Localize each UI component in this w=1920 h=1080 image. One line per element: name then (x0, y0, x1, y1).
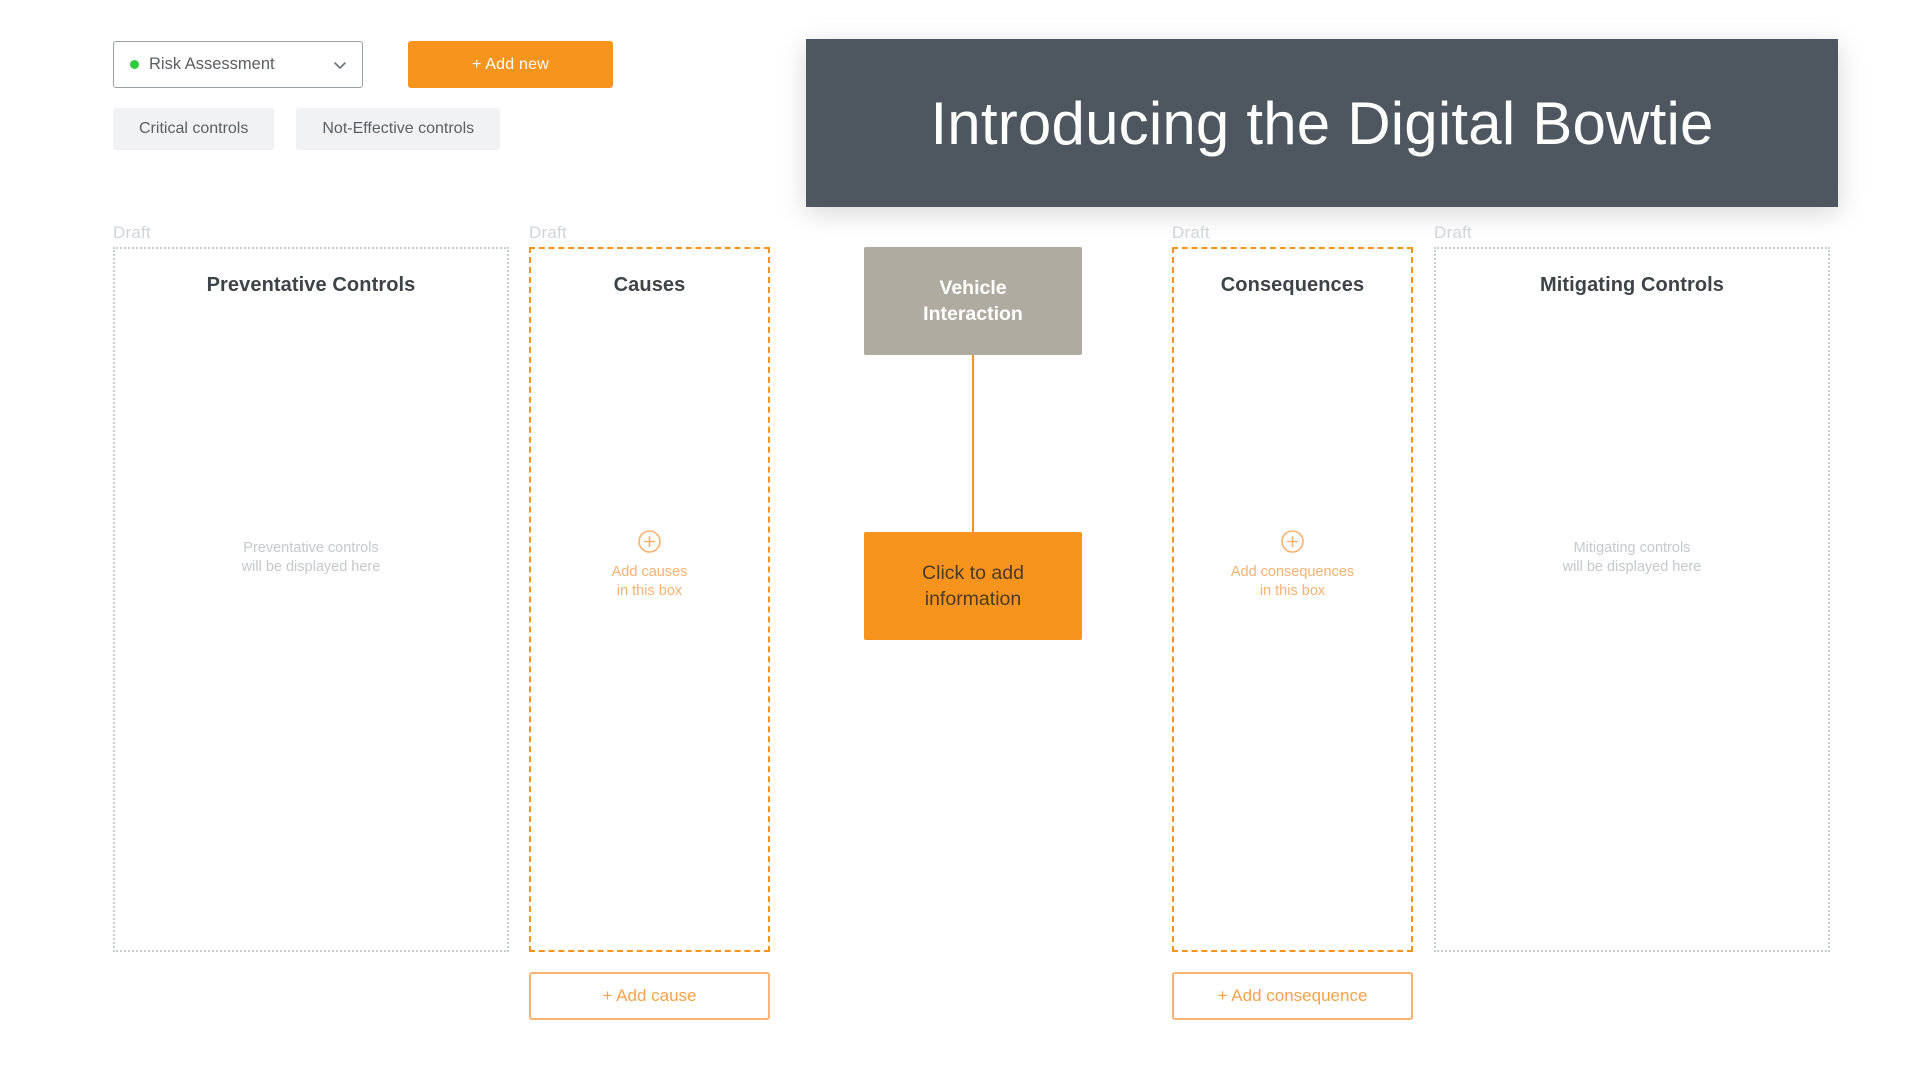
placeholder-line-1: Preventative controls (243, 540, 379, 556)
draft-label-causes: Draft (529, 223, 567, 242)
placeholder-line-1: Add causes (611, 564, 688, 580)
panel-placeholder-preventative-controls: Preventative controls will be displayed … (115, 539, 507, 577)
placeholder-line-2: will be displayed here (241, 559, 381, 576)
hazard-node-vehicle-interaction[interactable]: Vehicle Interaction (864, 247, 1082, 355)
risk-assessment-select-value: Risk Assessment (149, 55, 275, 73)
panel-mitigating-controls[interactable]: Mitigating Controls Mitigating controls … (1434, 247, 1830, 952)
top-event-node-add-information[interactable]: Click to add information (864, 532, 1082, 640)
draft-label-mitigating-controls: Draft (1434, 223, 1472, 242)
panel-title-preventative-controls: Preventative Controls (206, 274, 416, 296)
panel-placeholder-causes: Add causes in this box (531, 529, 768, 601)
draft-label-preventative-controls: Draft (113, 223, 151, 242)
toolbar-filter-row: Critical controls Not-Effective controls (113, 108, 501, 150)
panel-placeholder-mitigating-controls: Mitigating controls will be displayed he… (1436, 539, 1828, 577)
panel-title-mitigating-controls: Mitigating Controls (1539, 274, 1725, 296)
status-dot-icon (130, 60, 139, 69)
filter-critical-controls-button[interactable]: Critical controls (113, 108, 275, 150)
hazard-node-line-1: Vehicle (939, 276, 1007, 299)
add-consequence-button[interactable]: + Add consequence (1172, 972, 1413, 1020)
plus-circle-icon[interactable] (637, 529, 662, 554)
risk-assessment-select[interactable]: Risk Assessment (113, 41, 363, 88)
panel-placeholder-consequences: Add consequences in this box (1174, 529, 1411, 601)
placeholder-line-1: Mitigating controls (1573, 540, 1691, 556)
toolbar-primary-row: Risk Assessment + Add new (113, 41, 613, 88)
placeholder-line-2: in this box (616, 583, 683, 600)
panel-title-causes: Causes (613, 274, 686, 296)
bowtie-connector-line (972, 355, 974, 532)
promo-banner: Introducing the Digital Bowtie (806, 39, 1838, 207)
placeholder-line-2: will be displayed here (1562, 559, 1702, 576)
panel-preventative-controls[interactable]: Preventative Controls Preventative contr… (113, 247, 509, 952)
add-cause-button[interactable]: + Add cause (529, 972, 770, 1020)
chevron-down-icon (332, 57, 348, 73)
draft-label-consequences: Draft (1172, 223, 1210, 242)
filter-not-effective-controls-button[interactable]: Not-Effective controls (296, 108, 501, 150)
hazard-node-line-2: Interaction (923, 303, 1023, 325)
panel-causes[interactable]: Causes Add causes in this box (529, 247, 770, 952)
plus-circle-icon[interactable] (1280, 529, 1305, 554)
panel-title-consequences: Consequences (1220, 274, 1365, 296)
promo-banner-title: Introducing the Digital Bowtie (930, 89, 1714, 157)
panel-consequences[interactable]: Consequences Add consequences in this bo… (1172, 247, 1413, 952)
event-node-line-2: information (924, 588, 1022, 610)
add-new-button[interactable]: + Add new (408, 41, 613, 88)
placeholder-line-1: Add consequences (1230, 564, 1355, 580)
placeholder-line-2: in this box (1259, 583, 1326, 600)
event-node-line-1: Click to add (922, 561, 1024, 584)
